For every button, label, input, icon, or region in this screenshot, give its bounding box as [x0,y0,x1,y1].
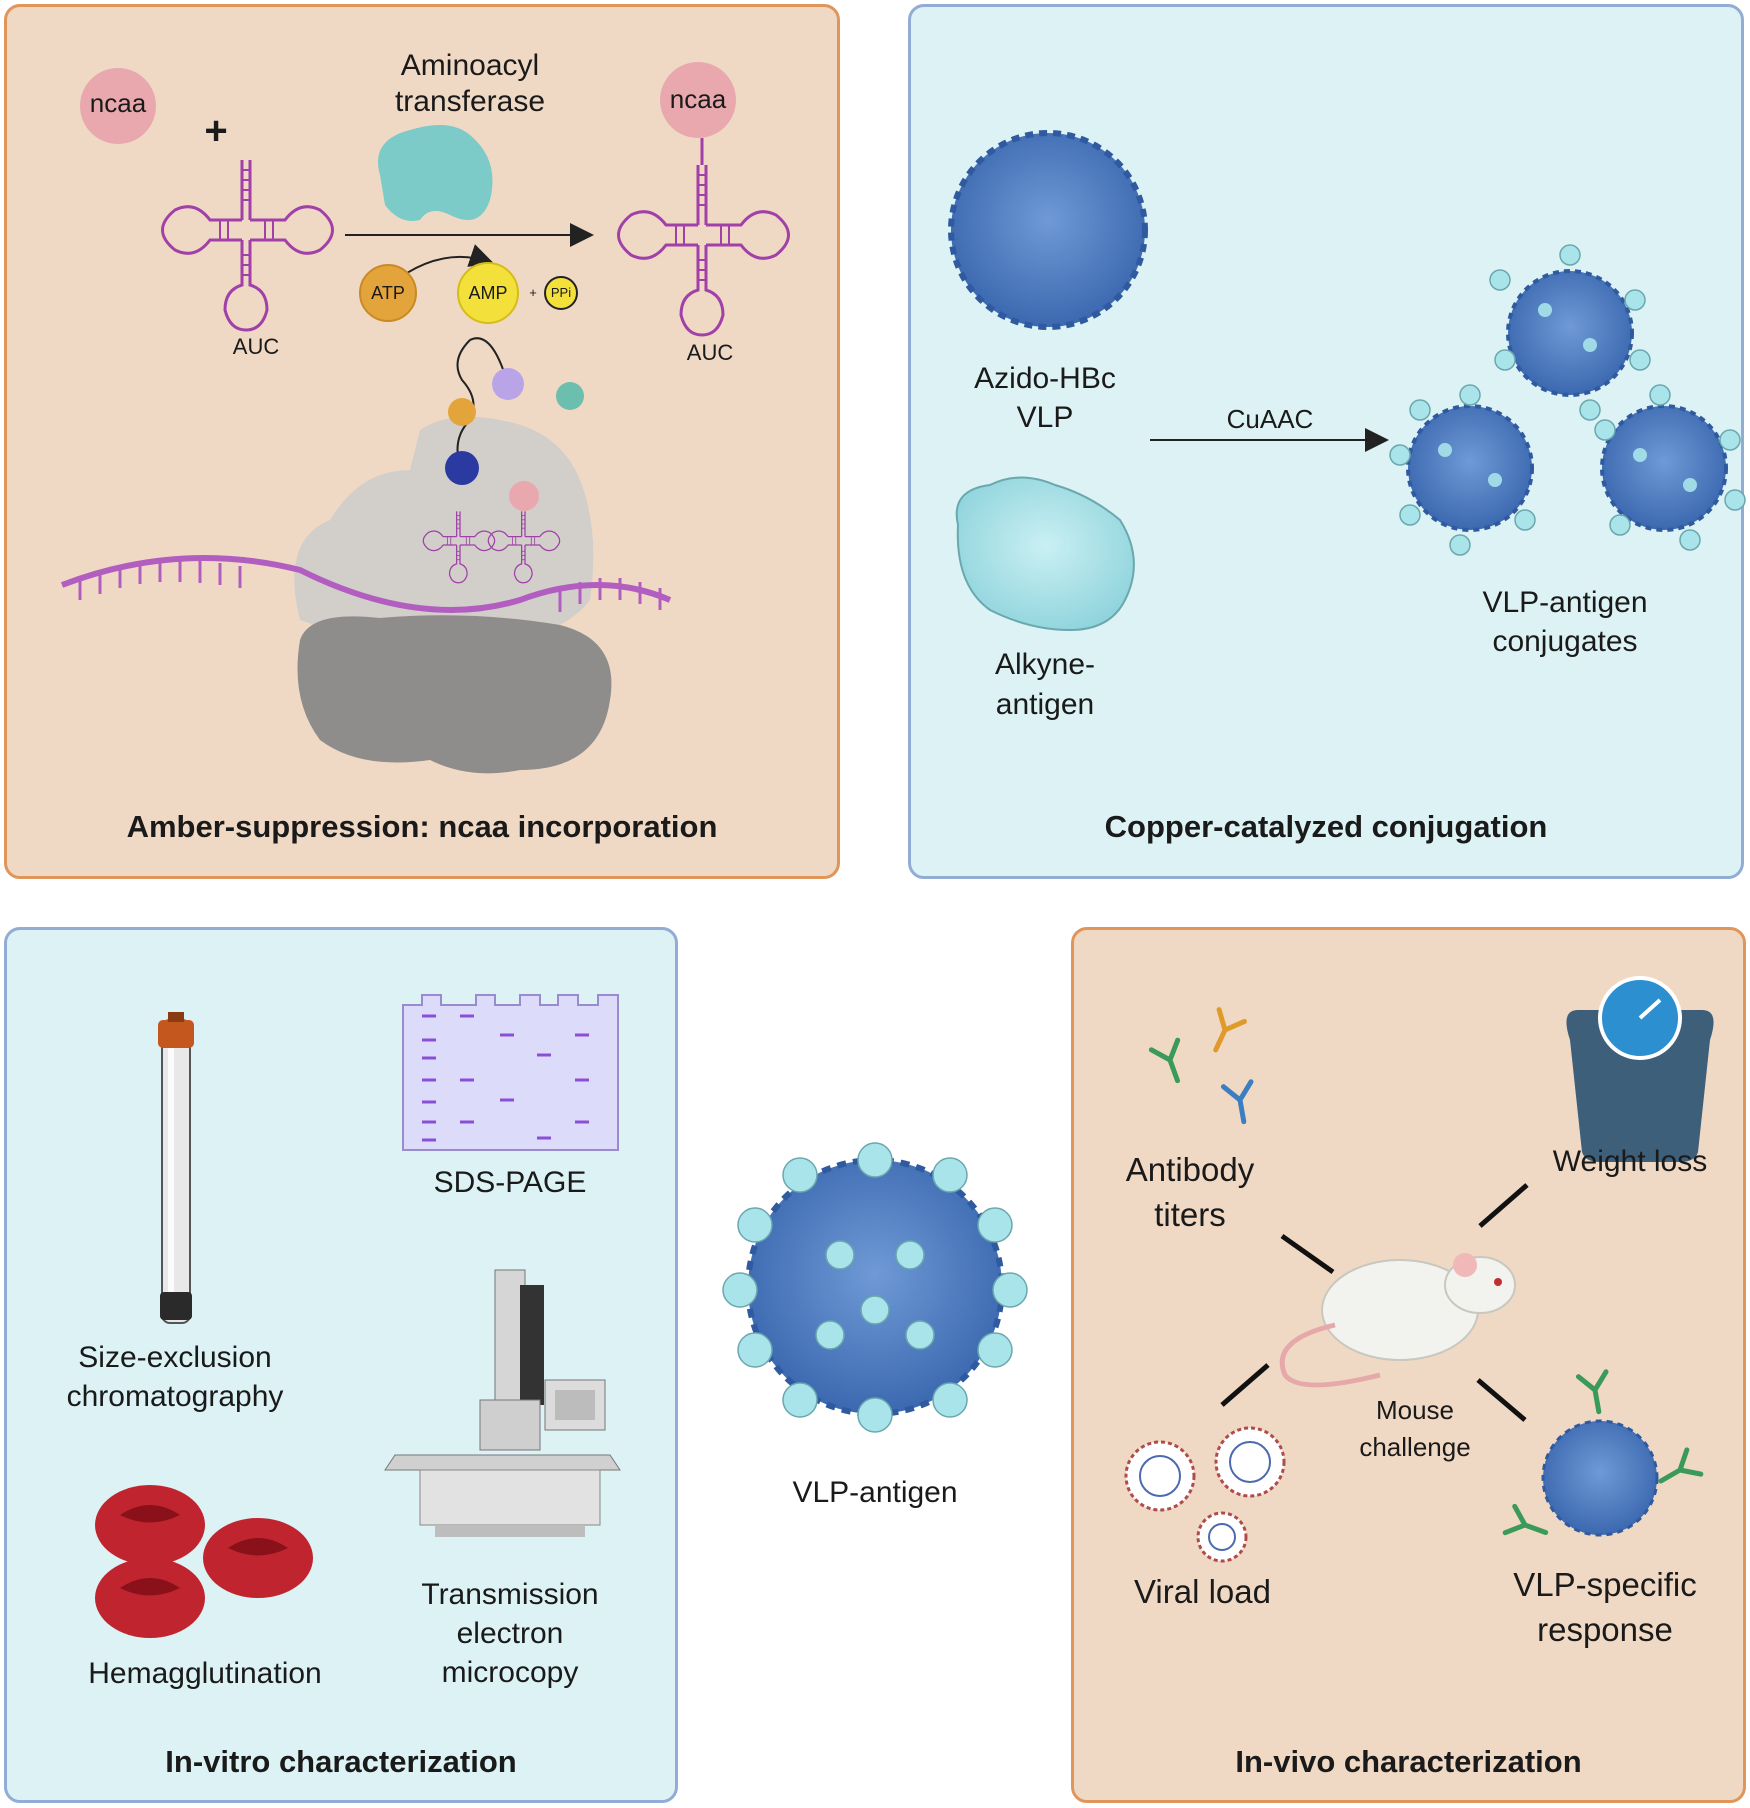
antibodies-icon [1151,1010,1257,1125]
antigen-label-line2: antigen [995,688,1095,721]
mouse-illustration [1279,1253,1516,1388]
hemagglutination-label: Hemagglutination [88,1657,322,1690]
conjugate-3 [1600,404,1728,532]
plus-small-label: + [529,285,537,300]
viral-load-label: Viral load [1134,1573,1271,1610]
red-blood-cells [95,1485,313,1638]
ncaa-label-left: ncaa [89,88,147,118]
mouse-label-line2: challenge [1359,1432,1471,1462]
trna-left [161,158,334,332]
gel-bands [422,1014,589,1142]
in-vitro-panel-title: In-vitro characterization [165,1744,517,1779]
ribosome-large-subunit [294,416,594,643]
virus-particles [1124,1426,1286,1563]
amp-circle [457,262,519,324]
antibody-label-line2: titers [1154,1196,1226,1233]
conjugate-1 [1506,269,1634,397]
mouse-label-line1: Mouse [1375,1395,1455,1425]
sec-column-cap [158,1020,194,1048]
ppi-circle [544,276,578,310]
cuaac-label: CuAAC [1226,404,1314,434]
amber-panel-title: Amber-suppression: ncaa incorporation [126,809,718,844]
sds-page-label: SDS-PAGE [433,1166,587,1199]
conjugates-label-line2: conjugates [1492,625,1638,658]
tem-label-line3: microcopy [441,1656,579,1689]
conjugates-label-line1: VLP-antigen [1482,586,1648,619]
in-vivo-panel-title: In-vivo characterization [1235,1744,1582,1779]
anticodon-right-label: AUC [686,340,734,365]
enzyme-label-line1: Aminoacyl [400,49,540,82]
sec-column [161,1019,191,1324]
aminoacyl-transferase-blob [378,125,493,221]
vlp-specific-label-line1: VLP-specific [1513,1566,1697,1603]
vlp-label-line1: Azido-HBc [974,362,1116,395]
ncaa-circle-right [660,62,736,138]
ncaa-label-right: ncaa [669,84,727,114]
atp-circle [359,264,417,322]
tem-label-line1: Transmission [421,1578,599,1611]
mrna-strand [60,555,672,613]
tem-label-line2: electron [456,1617,564,1650]
amp-label: AMP [468,283,508,303]
copper-panel-title: Copper-catalyzed conjugation [1104,809,1548,844]
enzyme-label-line2: transferase [394,85,546,118]
vlp-antigen-particle [722,1142,1028,1433]
antibody-label-line1: Antibody [1125,1151,1255,1188]
azido-hbc-vlp [948,130,1148,330]
alkyne-antigen-blob [955,476,1135,632]
ribosome-small-subunit [297,615,612,774]
weight-loss-label: Weight loss [1552,1145,1708,1178]
atp-label: ATP [371,283,405,303]
ppi-label: PPi [550,285,572,300]
anticodon-left-label: AUC [232,334,280,359]
sec-column-base [160,1292,192,1320]
sec-label-line2: chromatography [66,1380,284,1413]
connector-lines [1220,1183,1529,1422]
sds-page-gel [402,994,619,1151]
tem-microscope [384,1269,621,1537]
vlp-specific-response-icon [1505,1372,1701,1546]
conjugate-2 [1406,404,1534,532]
trna-right [617,163,790,337]
ncaa-circle-left [80,68,156,144]
antigen-label-line1: Alkyne- [994,648,1096,681]
vlp-antigen-label: VLP-antigen [792,1476,958,1509]
sec-label-line1: Size-exclusion [78,1341,272,1374]
plus-sign: + [204,109,228,153]
vlp-specific-label-line2: response [1537,1611,1673,1648]
weight-scale-icon [1566,976,1714,1162]
vlp-label-line2: VLP [1016,401,1074,434]
